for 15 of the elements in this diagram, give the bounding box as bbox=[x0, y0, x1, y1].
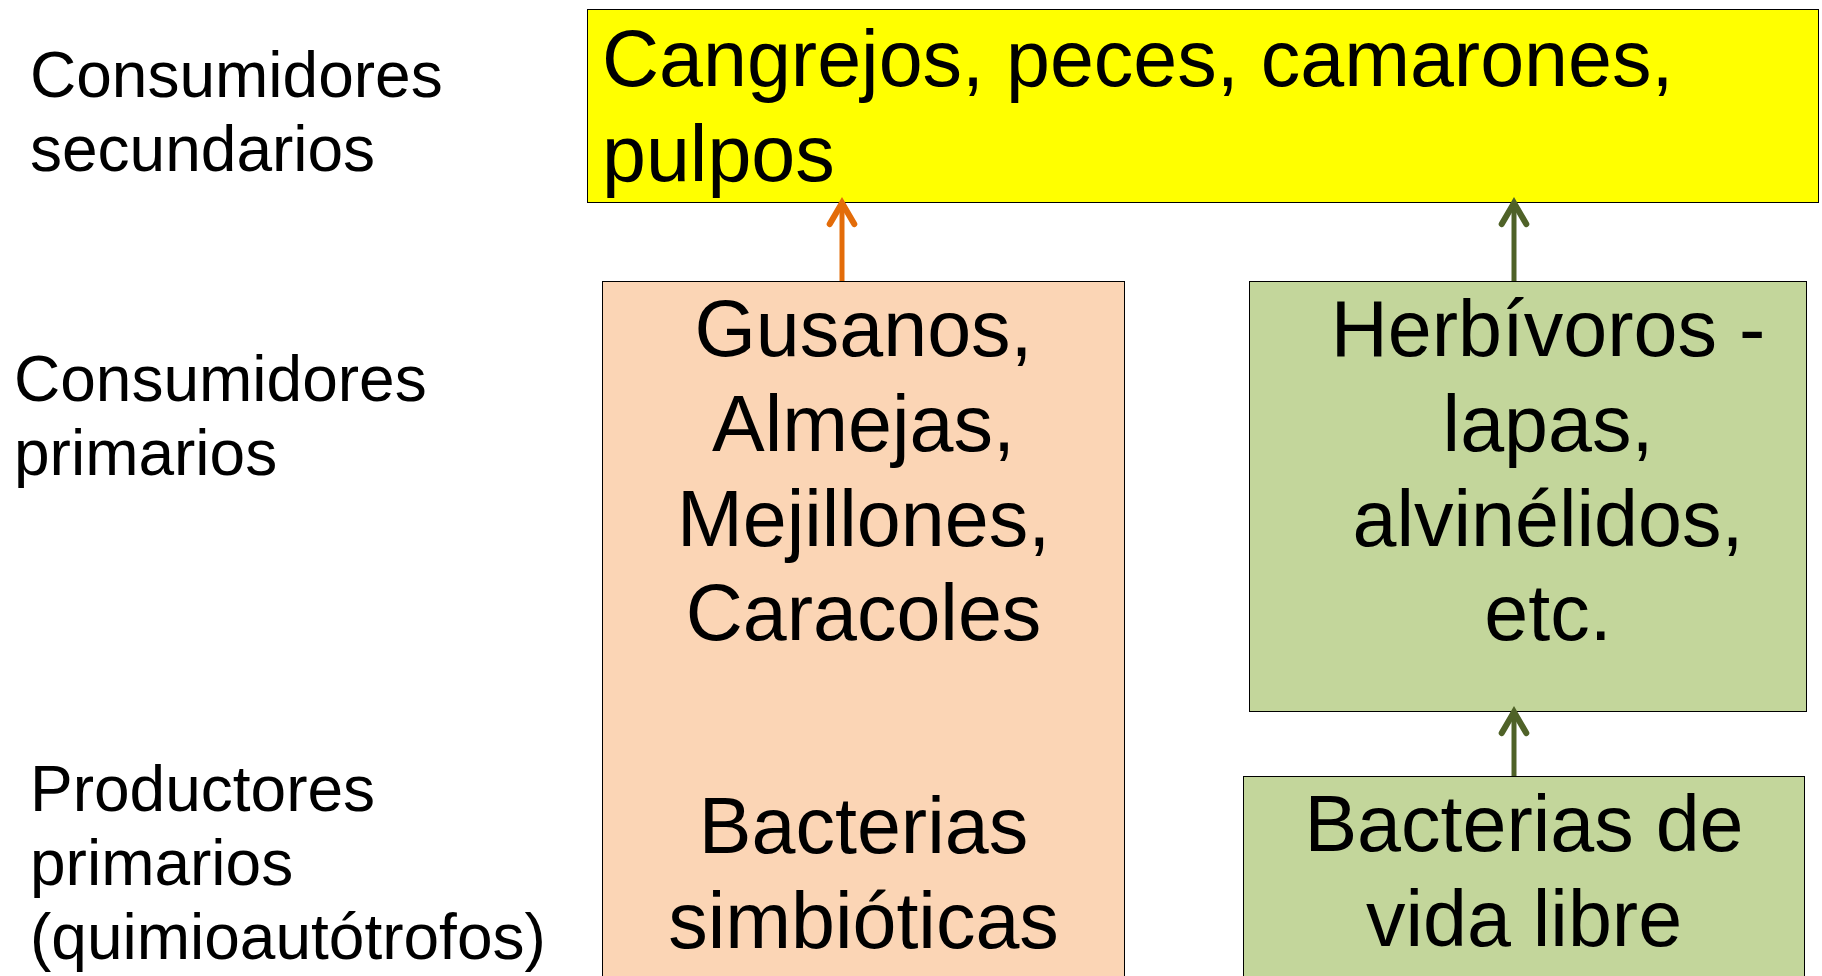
food-web-box bbox=[1243, 776, 1805, 976]
arrow bbox=[1498, 708, 1530, 776]
arrow bbox=[1498, 199, 1530, 281]
trophic-level-label: Consumidores secundarios bbox=[30, 38, 444, 186]
arrow bbox=[826, 199, 858, 281]
organism-text: Gusanos, Almejas, Mejillones, Caracoles bbox=[675, 283, 1052, 660]
food-web-box bbox=[602, 281, 1125, 976]
organism-text: Cangrejos, peces, camarones, pulpos bbox=[602, 13, 1675, 200]
food-web-box bbox=[1249, 281, 1807, 712]
organism-text: Herbívoros - lapas, alvinélidos, etc. bbox=[1329, 283, 1767, 660]
organism-text: Bacterias simbióticas bbox=[667, 780, 1060, 967]
trophic-level-label: Productores primarios (quimioautótrofos) bbox=[30, 752, 547, 974]
food-web-box bbox=[587, 9, 1819, 203]
organism-text: Bacterias de vida libre bbox=[1303, 778, 1745, 965]
trophic-level-label: Consumidores primarios bbox=[14, 342, 428, 490]
